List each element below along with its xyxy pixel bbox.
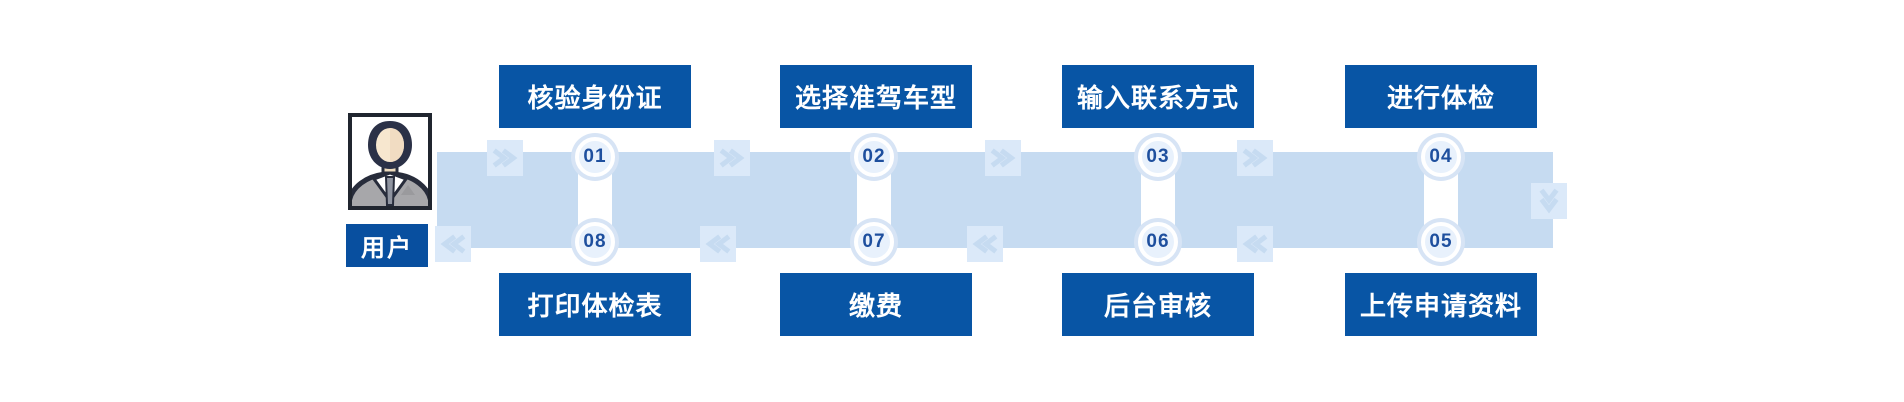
- step-box-06: 后台审核: [1062, 273, 1254, 336]
- flow-arrow-left-icon: [700, 226, 736, 262]
- step-box-08: 打印体检表: [499, 273, 691, 336]
- user-label: 用户: [346, 224, 428, 267]
- step-box-01: 核验身份证: [499, 65, 691, 128]
- flow-arrow-right-icon: [714, 140, 750, 176]
- step-box-04: 进行体检: [1345, 65, 1537, 128]
- step-box-05: 上传申请资料: [1345, 273, 1537, 336]
- step-number-07: 07: [854, 222, 894, 262]
- step-number-03: 03: [1138, 137, 1178, 177]
- flow-arrow-right-icon: [487, 140, 523, 176]
- flow-arrow-left-icon: [1237, 226, 1273, 262]
- flow-arrow-left-icon: [967, 226, 1003, 262]
- flow-arrow-right-icon: [985, 140, 1021, 176]
- flow-arrow-right-icon: [1237, 140, 1273, 176]
- step-number-02: 02: [854, 137, 894, 177]
- flow-arrow-down-icon: [1531, 183, 1567, 219]
- step-box-02: 选择准驾车型: [780, 65, 972, 128]
- step-number-01: 01: [575, 137, 615, 177]
- flow-arrow-left-icon: [435, 226, 471, 262]
- step-number-06: 06: [1138, 222, 1178, 262]
- step-number-04: 04: [1421, 137, 1461, 177]
- step-box-07: 缴费: [780, 273, 972, 336]
- step-box-03: 输入联系方式: [1062, 65, 1254, 128]
- step-number-08: 08: [575, 222, 615, 262]
- step-number-05: 05: [1421, 222, 1461, 262]
- user-avatar: [348, 113, 432, 210]
